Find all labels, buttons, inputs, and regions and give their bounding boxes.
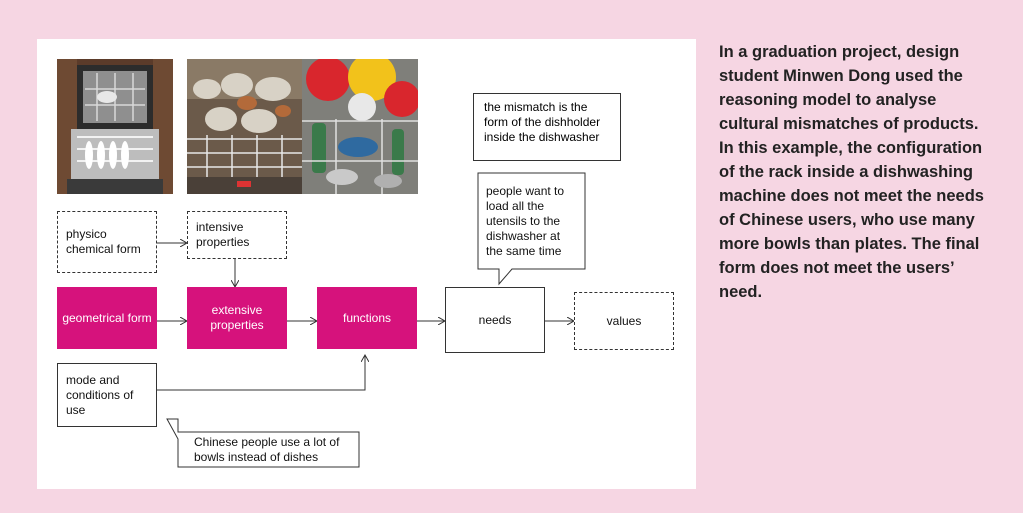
node-extensive-properties: extensive properties — [187, 287, 287, 349]
node-values: values — [574, 292, 674, 350]
diagram-panel: physico chemical form intensive properti… — [37, 39, 696, 489]
callout-people-want-text: people want to load all the utensils to … — [486, 183, 565, 258]
callout-chinese-people: Chinese people use a lot of bowls instea… — [178, 432, 359, 467]
dishwasher-photo-rack — [187, 59, 303, 194]
callout-people-want: people want to load all the utensils to … — [478, 173, 585, 269]
node-needs: needs — [445, 287, 545, 353]
node-mode-conditions-of-use-label: mode and conditions of use — [66, 372, 134, 417]
node-values-label: values — [606, 313, 642, 328]
node-extensive-properties-label: extensive properties — [210, 303, 264, 332]
callout-chinese-people-text: Chinese people use a lot of bowls instea… — [194, 434, 340, 464]
callout-mismatch-text: the mismatch is the form of the dishhold… — [484, 100, 601, 144]
node-needs-label: needs — [478, 312, 512, 327]
dishwasher-photo-open — [57, 59, 173, 194]
node-geometrical-form: geometrical form — [57, 287, 157, 349]
callout-people-want-shape — [166, 172, 586, 468]
node-geometrical-form-label: geometrical form — [62, 310, 152, 325]
node-physico-chemical-form: physico chemical form — [57, 211, 157, 273]
connector-lines — [157, 39, 696, 391]
node-functions-label: functions — [342, 310, 392, 325]
dishwasher-photo-bowls — [302, 59, 418, 194]
node-mode-conditions-of-use: mode and conditions of use — [57, 363, 157, 427]
node-physico-chemical-form-label: physico chemical form — [66, 227, 141, 256]
callout-mismatch: the mismatch is the form of the dishhold… — [473, 93, 621, 161]
node-functions: functions — [317, 287, 417, 349]
node-intensive-properties: intensive properties — [187, 211, 287, 259]
caption-text: In a graduation project, design student … — [719, 43, 984, 301]
node-intensive-properties-label: intensive properties — [196, 220, 250, 249]
